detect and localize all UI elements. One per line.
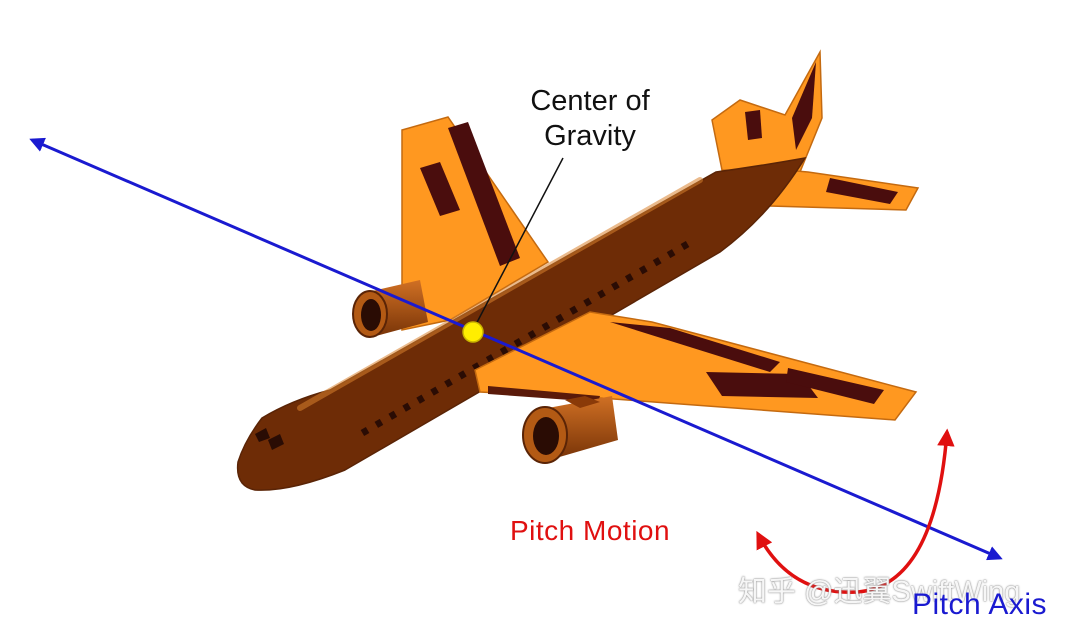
left-engine (352, 280, 428, 338)
pitch-axis-label: Pitch Axis (912, 588, 1048, 621)
center-of-gravity-label: Center of Gravity (490, 84, 690, 154)
center-of-gravity-label-line2: Gravity (544, 120, 636, 152)
fuselage (236, 156, 807, 491)
right-engine (522, 396, 618, 464)
center-of-gravity-leader (472, 157, 564, 331)
pitch-motion-arrow (756, 428, 955, 594)
vertical-stabilizer (711, 49, 823, 173)
center-of-gravity-dot (462, 321, 484, 343)
watermark-text: 知乎 @迅翼SwiftWing (738, 576, 1021, 608)
center-of-gravity-label-line1: Center of (530, 85, 650, 117)
pitch-motion-label: Pitch Motion (510, 515, 671, 546)
